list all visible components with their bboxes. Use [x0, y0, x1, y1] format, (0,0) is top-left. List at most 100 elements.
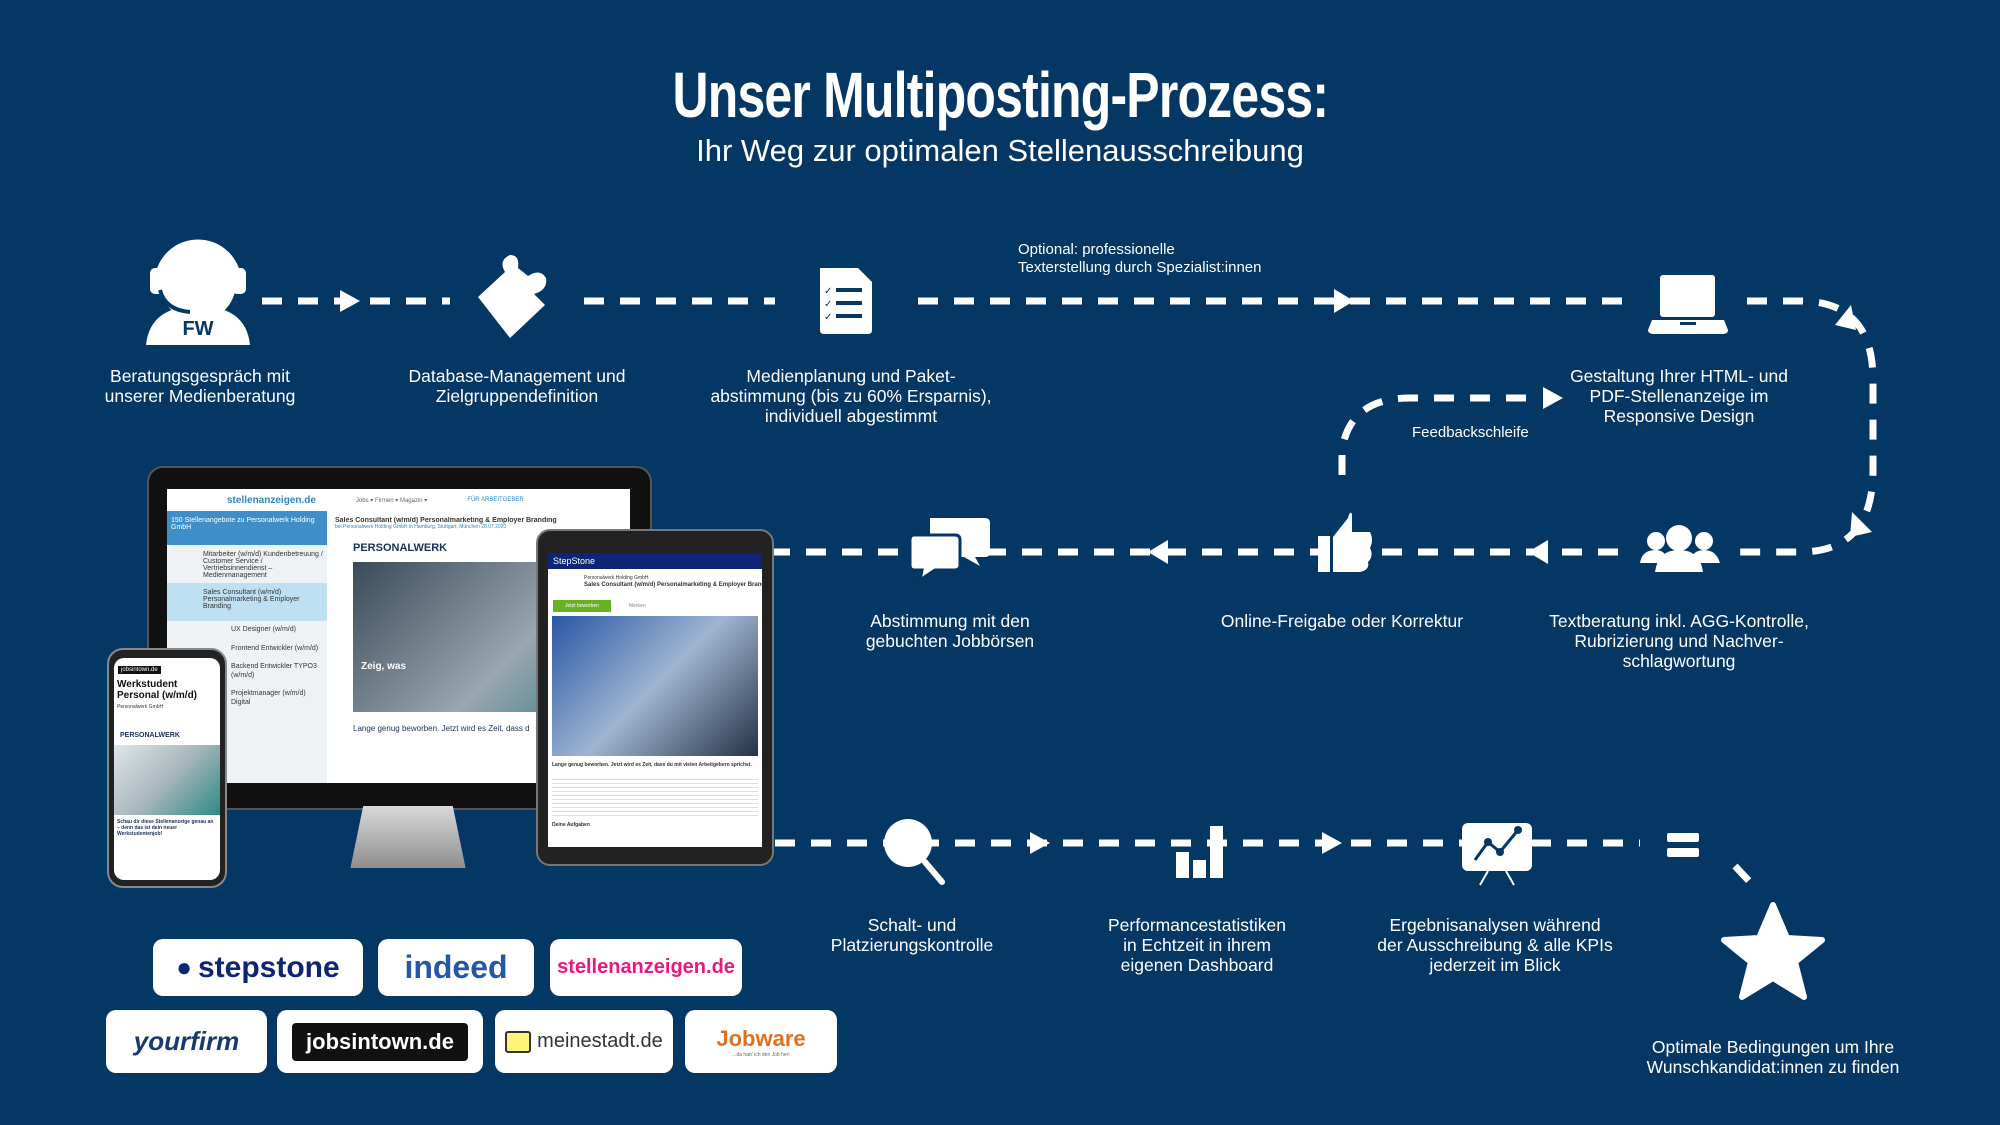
tablet-headline: Lange genug beworben. Jetzt wird es Zeit… [552, 762, 752, 768]
bar-chart-icon [1176, 826, 1223, 878]
label-line: Ergebnisanalysen während [1389, 915, 1601, 935]
list-item: Frontend Entwickler (w/m/d) [231, 644, 319, 652]
flow-line-feedback [1338, 394, 1540, 475]
jobsintown-header: jobsintown.de [118, 666, 161, 674]
tablet-section: Deine Aufgaben [552, 822, 590, 828]
logo-meinestadt: meinestadt.de [495, 1010, 673, 1073]
label-line: Rubrizierung und Nachver- [1574, 631, 1784, 651]
label-line: Performancestatistiken [1108, 915, 1286, 935]
label-line: Schalt- und [867, 915, 957, 935]
list-item: Mitarbeiter (w/m/d) Kundenbetreuung / Cu… [203, 551, 323, 579]
logo-stepstone: ●stepstone [153, 939, 363, 996]
tablet-mockup: StepStone Personalwerk Holding GmbH Sale… [536, 529, 774, 866]
logo-text: Jobware [716, 1025, 806, 1051]
logo-yourfirm: yourfirm [106, 1010, 267, 1073]
logo-jobware: Jobware...da hab' ich den Job her! [685, 1010, 837, 1073]
step-label-text-consulting: Textberatung inkl. AGG-Kontrolle,Rubrizi… [1519, 611, 1839, 671]
job-list-header: 150 Stellenangebote zu Personalwerk Hold… [167, 511, 327, 545]
svg-text:✓: ✓ [824, 299, 832, 310]
list-item: Backend Entwickler TYPO3 (w/m/d) [231, 663, 317, 679]
checklist-document-icon: ✓✓✓ [820, 268, 872, 334]
arrow-right-icon [1543, 387, 1563, 409]
label-line: Medienplanung und Paket- [746, 366, 956, 386]
logo-jobsintown: jobsintown.de [277, 1010, 483, 1073]
magnifier-icon [884, 819, 945, 885]
stepstone-header: StepStone [548, 553, 762, 569]
thumbs-up-icon [1318, 512, 1372, 572]
title-text: Unser Multiposting-Prozess: [672, 59, 1328, 131]
label-line: Beratungsgespräch mit [110, 366, 290, 386]
phone-mockup: jobsintown.de Werkstudent Personal (w/m/… [107, 648, 227, 888]
site-nav: Jobs ▾ Firmen ▾ Magazin ▾ [355, 497, 428, 504]
list-item: UX Designer (w/m/d) [231, 626, 296, 633]
label-line: Optimale Bedingungen um Ihre [1651, 1037, 1895, 1057]
flow-line-right-loop [1740, 297, 1877, 556]
presentation-chart-icon [1462, 823, 1532, 886]
stepstone-dots-icon: ● [176, 952, 192, 982]
svg-text:✓: ✓ [824, 312, 832, 323]
label-line: Platzierungskontrolle [830, 935, 994, 955]
tablet-body-text [552, 776, 758, 816]
label-line: unserer Medienberatung [104, 386, 296, 406]
arrow-right-icon [1334, 289, 1354, 313]
arrow-down-icon [1850, 512, 1872, 537]
arrow-left-icon [1528, 540, 1548, 564]
phone-hero-image [114, 745, 220, 815]
label-line: Wunschkandidat:innen zu finden [1646, 1057, 1900, 1077]
tablet-company: Personalwerk Holding GmbH [584, 575, 649, 581]
job-title: Sales Consultant (w/m/d) Personalmarketi… [335, 517, 557, 524]
list-item: Sales Consultant (w/m/d) Personalmarketi… [167, 583, 327, 621]
logo-text: meinestadt.de [537, 1030, 663, 1052]
tablet-job-title: Sales Consultant (w/m/d) Personalmarketi… [584, 582, 762, 588]
label-line: gebuchten Jobbörsen [865, 631, 1035, 651]
note-line: Texterstellung durch Spezialist:innen [1018, 259, 1262, 276]
equals-icon [1667, 833, 1699, 857]
people-icon [1640, 525, 1720, 572]
site-header: stellenanzeigen.de Jobs ▾ Firmen ▾ Magaz… [167, 489, 630, 511]
logo-indeed: indeed [378, 939, 534, 996]
site-logo: stellenanzeigen.de [227, 494, 316, 506]
phone-brand: PERSONALWERK [120, 732, 180, 739]
label-line: jederzeit im Blick [1429, 955, 1561, 975]
apply-button[interactable]: Jetzt bewerben [553, 600, 611, 612]
phone-job-title: Werkstudent Personal (w/m/d) [117, 679, 198, 701]
label-line: abstimmung (bis zu 60% Ersparnis), [710, 386, 992, 406]
label-line: Zielgruppendefinition [435, 386, 599, 406]
label-line: Database-Management und [408, 366, 626, 386]
label-line: PDF-Stellenanzeige im [1589, 386, 1769, 406]
step-label-media-planning: Medienplanung und Paket-abstimmung (bis … [691, 366, 1011, 426]
label-line: Textberatung inkl. AGG-Kontrolle, [1549, 611, 1809, 631]
save-button[interactable]: Merken [628, 603, 646, 609]
svg-text:FW: FW [182, 318, 213, 340]
label-line: schlagwortung [1622, 651, 1736, 671]
brand-logo: PERSONALWERK [353, 542, 448, 554]
puzzle-icon [478, 255, 547, 338]
arrow-right-icon [1322, 832, 1342, 854]
label-line: eigenen Dashboard [1120, 955, 1274, 975]
tablet-screen: StepStone Personalwerk Holding GmbH Sale… [548, 553, 762, 847]
page-subtitle: Ihr Weg zur optimalen Stellenausschreibu… [696, 133, 1304, 168]
arrow-up-icon [1835, 305, 1856, 330]
star-icon [1721, 902, 1825, 1000]
page-title: Unser Multiposting-Prozess: [0, 58, 2000, 132]
label-line: Abstimmung mit den [870, 611, 1030, 631]
hero-overlay-text: Zeig, was [361, 661, 407, 672]
label-line: individuell abgestimmt [764, 406, 938, 426]
logo-text: jobsintown.de [292, 1022, 468, 1061]
step-label-approval: Online-Freigabe oder Korrektur [1182, 611, 1502, 631]
logo-text: stepstone [198, 950, 340, 984]
job-meta: bei Personalwerk Holding GmbH in Hamburg… [335, 524, 507, 530]
chat-bubbles-icon [908, 518, 990, 584]
employer-link: FÜR ARBEITGEBER [467, 497, 524, 503]
logo-tagline: ...da hab' ich den Job her! [732, 1051, 790, 1058]
label-line: Online-Freigabe oder Korrektur [1220, 611, 1464, 631]
